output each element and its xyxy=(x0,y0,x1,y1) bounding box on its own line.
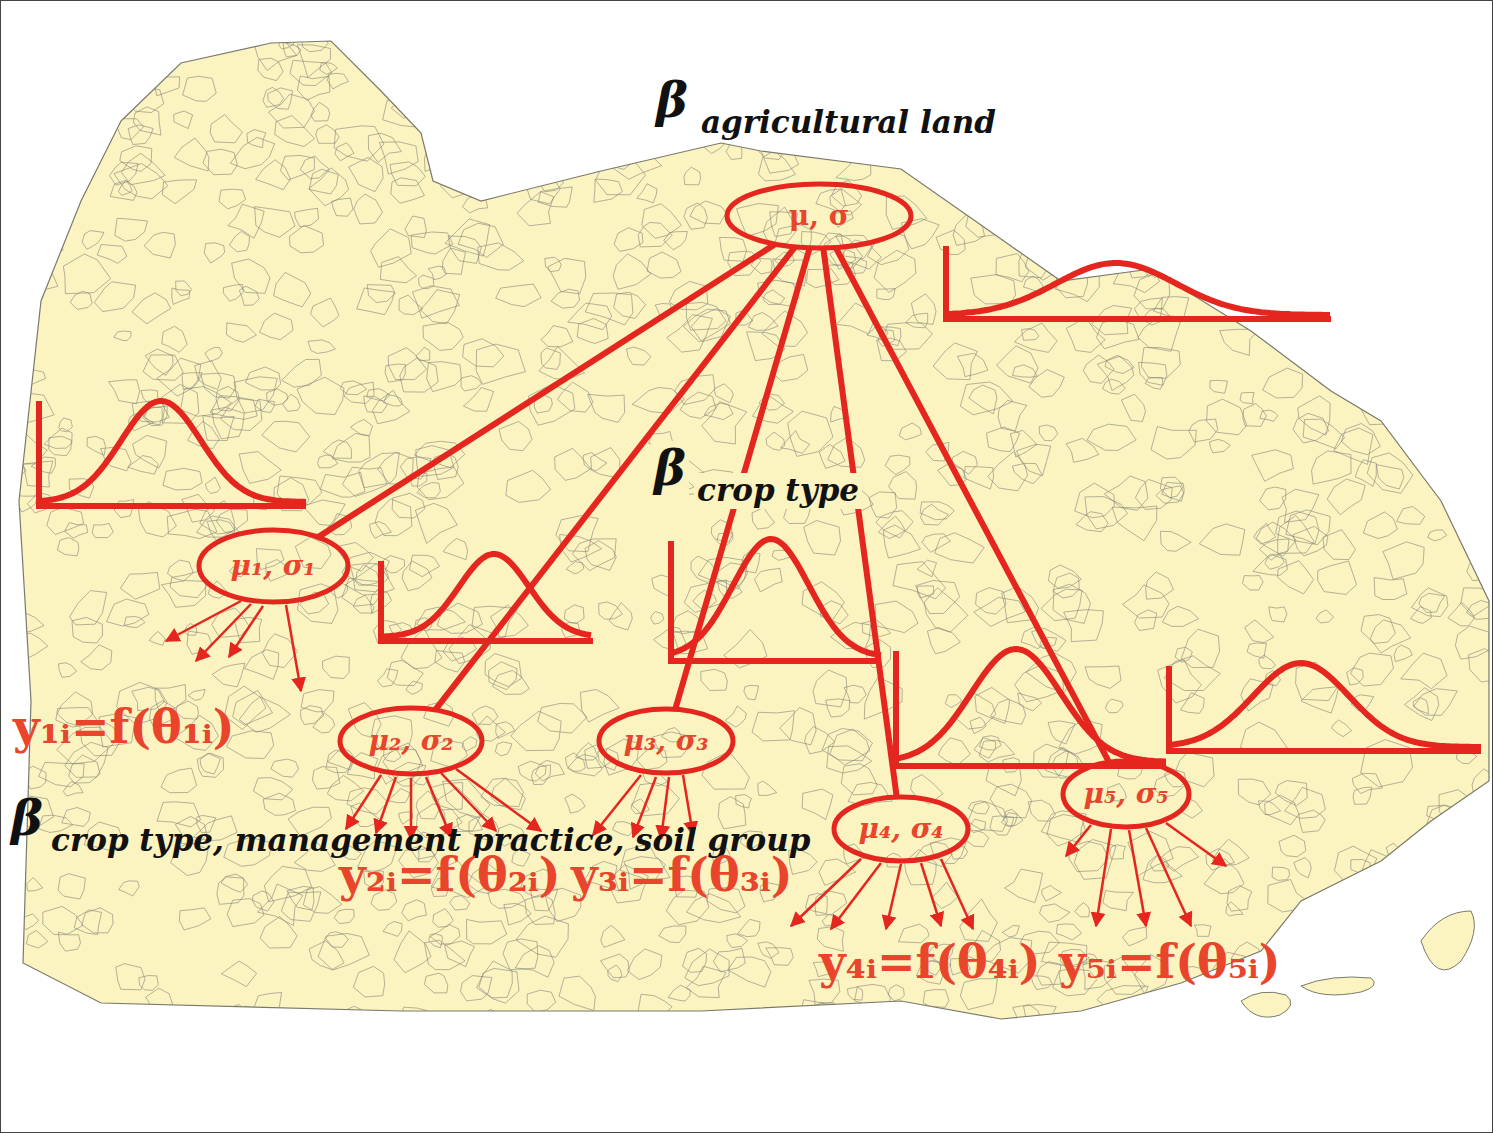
observation-formula: y₄ᵢ=f(θ₄ᵢ) xyxy=(819,936,1041,989)
curve-group xyxy=(39,246,1481,766)
node-label: μ, σ xyxy=(789,201,850,232)
leader-arrow xyxy=(346,775,381,829)
island xyxy=(1421,911,1474,970)
map-subdivisions xyxy=(1,1,1493,1040)
leader-arrow xyxy=(1166,823,1226,866)
island xyxy=(1241,992,1291,1017)
curve-axis xyxy=(946,246,1331,319)
normal-curve xyxy=(946,263,1330,315)
parameter-symbol: β xyxy=(11,791,43,846)
map-outline xyxy=(19,41,1489,1019)
leader-arrow xyxy=(1066,825,1091,856)
node-label: μ₄, σ₄ xyxy=(858,814,943,845)
parameter-ellipse: μ₅, σ₅ xyxy=(1060,758,1192,830)
leader-arrow xyxy=(831,863,881,929)
node-label: μ₃, σ₃ xyxy=(623,726,708,757)
parameter-ellipse: μ₄, σ₄ xyxy=(831,794,971,864)
normal-curve xyxy=(381,554,591,637)
map-cells xyxy=(1,1,1493,1040)
hierarchy-link xyxy=(836,248,1108,761)
leader-arrow xyxy=(1146,828,1191,926)
leader-arrow xyxy=(166,601,241,641)
curve-axis xyxy=(39,401,306,506)
leader-arrow xyxy=(921,863,941,926)
node-label: μ₂, σ₂ xyxy=(368,726,453,757)
ellipse-shape xyxy=(199,530,348,602)
normal-curve xyxy=(39,401,306,502)
parameter-ellipse: μ₂, σ₂ xyxy=(337,705,485,777)
leader-arrows xyxy=(166,601,1226,929)
normal-curve xyxy=(1169,663,1481,747)
ellipse-shape xyxy=(727,184,911,248)
parameter-ellipse: μ, σ xyxy=(724,181,914,251)
observation-formula: y₂ᵢ=f(θ₂ᵢ) xyxy=(339,849,561,902)
normal-curve xyxy=(671,539,881,655)
node-label: μ₅, σ₅ xyxy=(1083,779,1168,810)
parameter-symbol: crop type xyxy=(694,473,862,509)
leader-arrow xyxy=(791,859,861,926)
parameter-symbol: agricultural land xyxy=(701,105,996,141)
observation-formula: y₅ᵢ=f(θ₅ᵢ) xyxy=(1059,936,1281,989)
curve-axis xyxy=(896,651,1166,766)
parameter-symbol: β xyxy=(656,73,688,128)
hierarchy-link xyxy=(823,249,896,796)
leader-arrow xyxy=(941,859,973,929)
leader-arrow xyxy=(229,606,263,657)
ellipse-shape xyxy=(1063,761,1189,827)
parameter-symbol: β xyxy=(651,441,689,496)
island xyxy=(1301,977,1374,995)
parameter-ellipse: μ₃, σ₃ xyxy=(596,706,736,776)
observation-formula: y₁ᵢ=f(θ₁ᵢ) xyxy=(13,701,235,754)
leader-arrow xyxy=(886,864,901,929)
ellipse-shape xyxy=(340,708,482,774)
leader-arrow xyxy=(1129,830,1146,926)
observation-formula: y₃ᵢ=f(θ₃ᵢ) xyxy=(571,849,793,902)
leader-arrow xyxy=(1096,829,1111,926)
ellipse-shape xyxy=(599,709,733,773)
leader-arrow xyxy=(456,769,541,831)
curve-axis xyxy=(1169,666,1481,751)
leader-arrow xyxy=(196,604,251,661)
leader-arrow xyxy=(286,605,301,691)
ellipse-shape xyxy=(834,797,968,861)
node-label: μ₁, σ₁ xyxy=(230,551,315,582)
normal-curve xyxy=(896,649,1166,762)
parameter-ellipse: μ₁, σ₁ xyxy=(196,527,351,605)
